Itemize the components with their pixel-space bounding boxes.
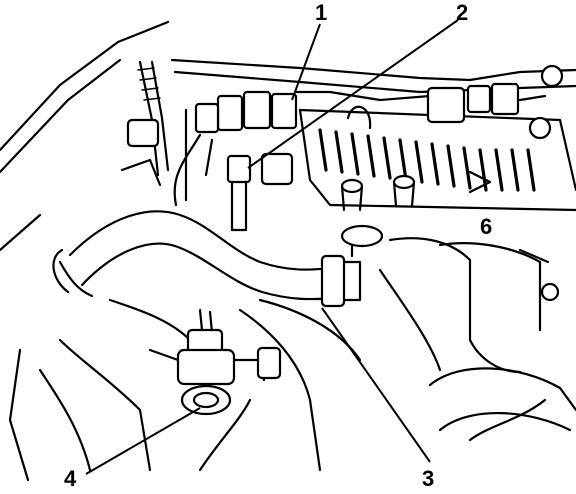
- cover-bolts: [340, 174, 416, 212]
- leader-line-3: [321, 307, 431, 463]
- valve-cover-ribs: [318, 128, 536, 194]
- hood-edge: [0, 20, 170, 482]
- sensor-near-callout-2: [226, 152, 294, 232]
- coolant-hose: [52, 210, 337, 301]
- embossed-mark: 6: [480, 214, 492, 239]
- engine-top-cover: [170, 58, 576, 212]
- callout-2: 2: [456, 0, 468, 25]
- leader-line-2: [247, 19, 459, 169]
- leader-lines: [85, 19, 459, 475]
- hood-prop-rod: [120, 60, 170, 187]
- wiring-harness: [173, 64, 564, 207]
- leader-line-1: [291, 23, 321, 101]
- leader-line-4: [85, 407, 201, 475]
- callout-4: 4: [64, 466, 77, 491]
- solenoid-valve: [148, 308, 282, 416]
- callout-3: 3: [422, 466, 434, 491]
- intake-runners: [378, 237, 576, 442]
- hose-clamp: [320, 224, 384, 308]
- callout-1: 1: [315, 0, 327, 25]
